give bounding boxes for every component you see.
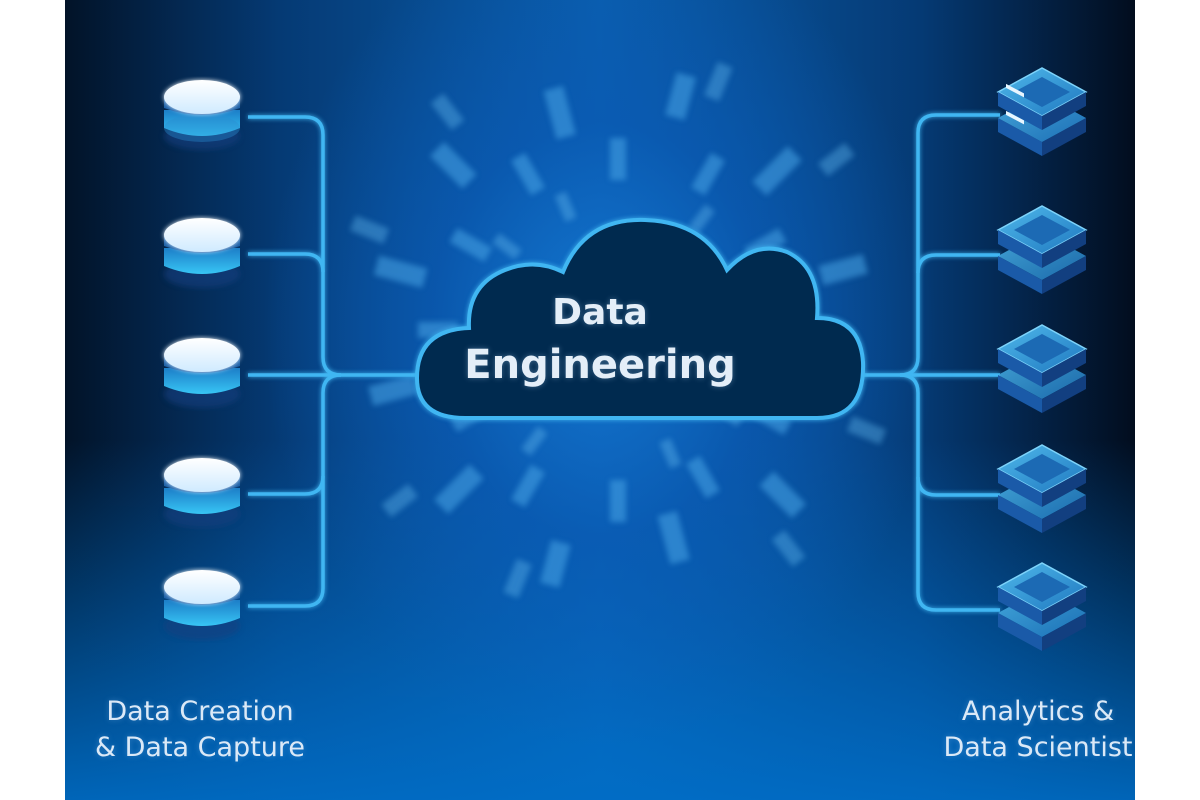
cloud-title-line1: Data: [552, 292, 648, 333]
server-stack-icon: [996, 67, 1088, 156]
left-label-line1: Data Creation: [106, 696, 294, 727]
radial-burst-background: [164, 61, 1088, 651]
cloud-title-line2: Engineering: [464, 342, 736, 388]
server-stack-icon: [996, 562, 1088, 651]
right-group-label: Analytics & Data Scientist: [923, 694, 1135, 766]
database-icon: [164, 218, 240, 288]
database-icon: [164, 338, 240, 408]
right-label-line2: Data Scientist: [943, 732, 1133, 763]
left-database-icons: [164, 80, 240, 640]
left-group-label: Data Creation & Data Capture: [85, 694, 315, 766]
server-stack-icon: [996, 324, 1088, 413]
database-icon: [164, 570, 240, 640]
right-server-icons: [996, 67, 1088, 651]
server-stack-icon: [996, 205, 1088, 294]
right-label-line1: Analytics &: [961, 696, 1115, 727]
diagram-panel: Data Engineering Data Creation & Data Ca…: [65, 0, 1135, 800]
server-stack-icon: [996, 444, 1088, 533]
right-connector-lines: [820, 113, 1000, 612]
left-label-line2: & Data Capture: [94, 732, 306, 763]
database-icon: [164, 80, 240, 150]
database-icon: [164, 458, 240, 528]
cloud-shape: [414, 217, 866, 420]
left-connector-lines: [248, 115, 425, 608]
